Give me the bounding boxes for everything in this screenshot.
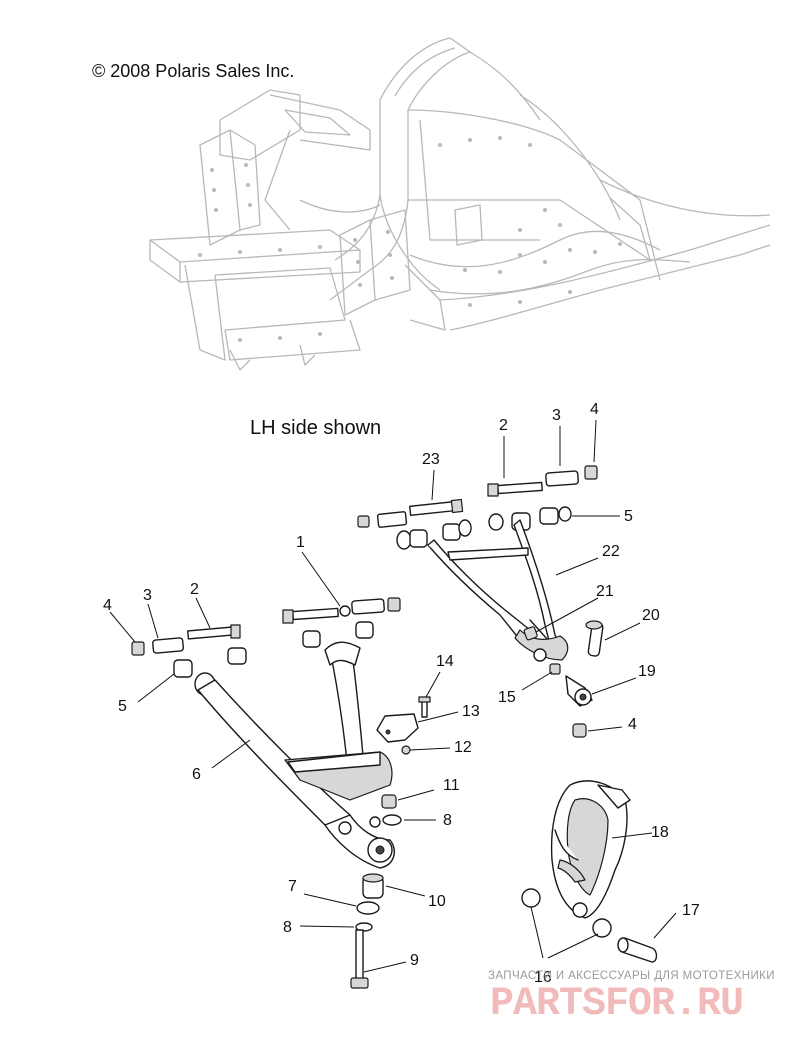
callout-22: 22 [602,543,620,560]
part-8-washer-lower [355,922,373,932]
leader-lines [109,419,677,973]
watermark-logo: PARTSFOR.RU [490,982,744,1027]
callout-14: 14 [436,653,454,670]
part-5-bushings-left [173,621,374,678]
callout-8-lower: 8 [283,919,292,936]
callout-8-upper: 8 [443,812,452,829]
callout-18: 18 [651,824,669,841]
part-15-nut [549,663,561,675]
part-23-nut [357,515,370,528]
part-1-bolt [282,607,339,624]
part-23-sleeve [376,511,408,528]
side-note: LH side shown [250,417,382,439]
callout-numbers: 2 3 4 23 5 22 21 20 19 15 4 1 2 3 4 5 6 … [103,401,700,986]
callout-7: 7 [288,878,297,895]
part-14-bolt [418,696,431,718]
part-4-nut-left [131,641,145,656]
part-6-lower-a-arm [194,641,396,869]
callout-1: 1 [296,534,305,551]
part-3-sleeve-left [152,637,185,654]
callout-3-upper: 3 [552,407,561,424]
callout-20: 20 [642,607,660,624]
callout-13: 13 [462,703,480,720]
part-3-sleeve-upper [545,470,579,487]
part-7-snap-ring [356,901,380,915]
callout-4-lower: 4 [628,716,637,733]
callout-4-upper: 4 [590,401,599,418]
part-9-bolt [350,929,369,989]
part-16-bushing-right [592,918,612,938]
callout-2-left: 2 [190,581,199,598]
callout-6: 6 [192,766,201,783]
part-1-sleeve [351,598,385,615]
callout-19: 19 [638,663,656,680]
part-4-nut-upper [584,465,598,480]
part-8-washer-upper [382,814,402,826]
part-18-spindle [550,780,631,919]
callout-17: 17 [682,902,700,919]
callout-5-upper: 5 [624,508,633,525]
part-2-bolt-upper [487,481,543,497]
part-2-bolt-left [187,624,241,640]
callout-15: 15 [498,689,516,706]
part-19-tie-rod-end [565,675,593,707]
callout-9: 9 [410,952,419,969]
callout-10: 10 [428,893,446,910]
part-17-pin [617,937,658,963]
part-23-bolt [409,498,464,516]
callout-12: 12 [454,739,472,756]
copyright-notice: © 2008 Polaris Sales Inc. [92,61,295,81]
watermark-tagline: ЗАПЧАСТИ И АКСЕССУАРЫ ДЛЯ МОТОТЕХНИКИ [488,970,775,982]
part-13-bracket [376,713,419,743]
callout-5-left: 5 [118,698,127,715]
part-4-nut-lower [572,723,587,738]
callout-2-upper: 2 [499,417,508,434]
callout-11: 11 [443,777,460,794]
part-20-pin [585,620,604,657]
callout-3-left: 3 [143,587,152,604]
part-1-washer [339,605,351,617]
part-10-ball-joint [362,873,384,899]
chassis-frame [149,37,771,371]
callout-16: 16 [534,969,552,986]
part-11-nut [381,794,397,809]
lower-a-arm-assembly [131,597,431,989]
part-1-nut [387,597,401,612]
part-22-upper-a-arm [427,519,569,662]
callout-4-left: 4 [103,597,112,614]
part-16-bushing-left [521,888,541,908]
callout-23: 23 [422,451,440,468]
callout-21: 21 [596,583,614,600]
upper-a-arm-assembly [357,465,604,738]
part-12-nut [401,745,411,755]
